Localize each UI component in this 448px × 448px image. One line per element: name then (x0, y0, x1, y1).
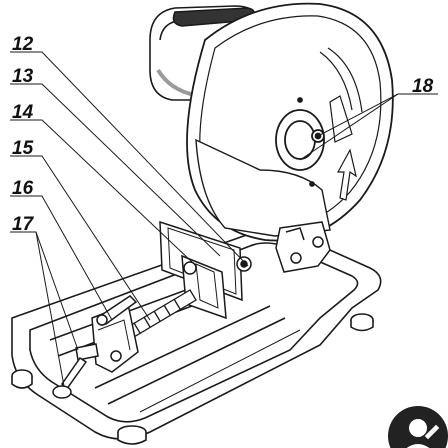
leader-18b (299, 93, 399, 161)
blade-guard (186, 2, 394, 242)
callout-13: 13 (12, 66, 34, 87)
callout-18: 18 (412, 76, 434, 97)
crank-knob (52, 385, 72, 399)
leader-15 (10, 155, 151, 321)
leader-17b (35, 231, 79, 351)
account-icon[interactable] (388, 406, 448, 448)
callout-17: 17 (12, 214, 35, 235)
quick-release-lever (96, 295, 138, 326)
leader-16 (10, 195, 113, 321)
callout-12: 12 (12, 34, 34, 55)
rotation-arrow-icon (336, 148, 357, 201)
crank-handle (52, 343, 99, 399)
callout-14: 14 (12, 102, 34, 123)
pivot-bracket (275, 221, 331, 273)
leader-14 (10, 119, 193, 263)
leader-13 (10, 83, 221, 257)
base-plate (11, 228, 382, 445)
leader-lines (10, 51, 438, 387)
callout-labels: 12 13 14 15 16 17 18 (12, 34, 434, 235)
callout-15: 15 (12, 138, 34, 159)
leader-12 (10, 51, 249, 267)
callout-16: 16 (12, 178, 34, 199)
